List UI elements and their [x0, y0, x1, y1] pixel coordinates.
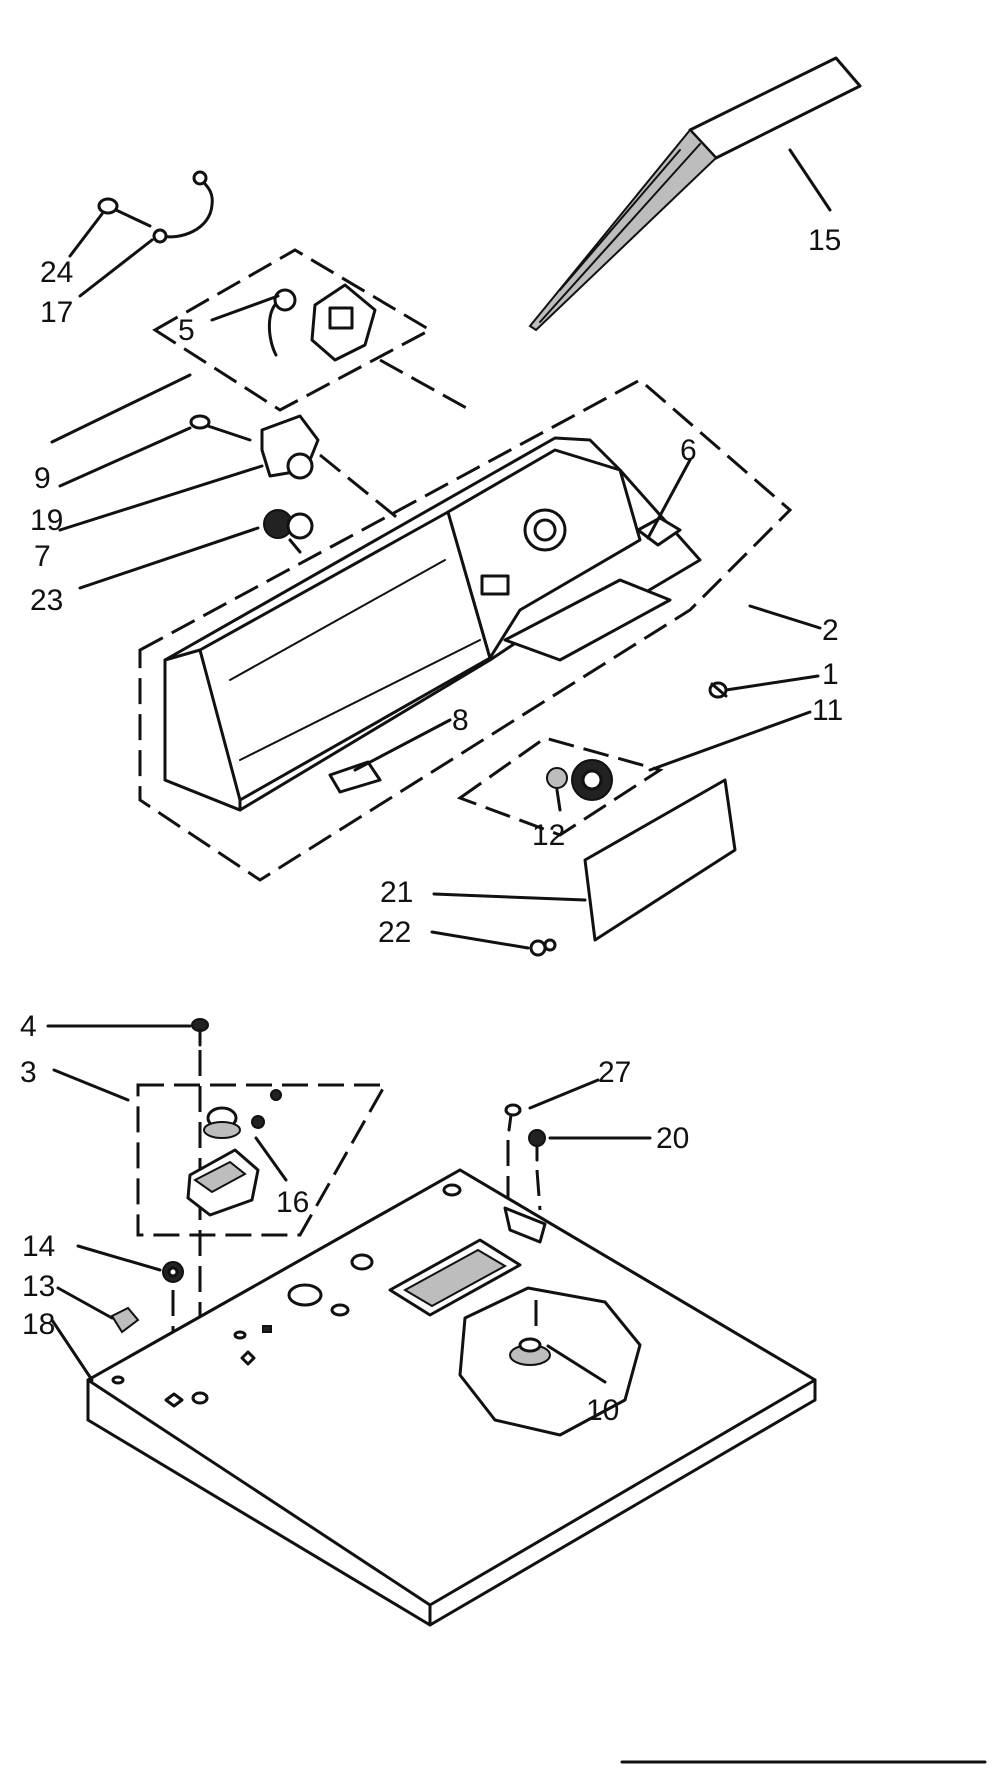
part-15-lint-screen	[528, 56, 862, 332]
callout-5: 5	[178, 314, 195, 347]
callout-2: 2	[822, 614, 839, 647]
callout-17: 17	[40, 296, 73, 329]
callout-21: 21	[380, 876, 413, 909]
part-27-screw	[504, 1103, 522, 1200]
callout-22: 22	[378, 916, 411, 949]
part-5-group	[152, 248, 434, 412]
callout-27: 27	[598, 1056, 631, 1089]
callout-4: 4	[20, 1010, 37, 1043]
callout-3: 3	[20, 1056, 37, 1089]
callout-13: 13	[22, 1270, 55, 1303]
part-3-group	[136, 1083, 388, 1237]
part-1-screw	[708, 681, 728, 699]
part-23-knob	[263, 509, 314, 554]
callout-11: 11	[812, 694, 843, 727]
callout-labels: 24 17 5 9 19 7 23 15 6 2 1 11 8 12 21 22…	[20, 224, 843, 1427]
callout-24: 24	[40, 256, 73, 289]
callout-20: 20	[656, 1122, 689, 1155]
part-7-switch	[260, 414, 320, 480]
part-22-clip	[529, 938, 557, 957]
part-24-screw	[97, 197, 152, 228]
part-13-clip	[110, 1306, 140, 1334]
part-20-screw	[528, 1129, 546, 1211]
part-21-panel	[583, 778, 737, 942]
callout-16: 16	[276, 1186, 309, 1219]
leader-lines	[46, 148, 832, 1384]
part-18-top-plate	[86, 1168, 817, 1627]
part-6-plate	[636, 516, 682, 547]
callout-10: 10	[586, 1394, 619, 1427]
callout-19: 19	[30, 504, 63, 537]
callout-9: 9	[34, 462, 51, 495]
callout-23: 23	[30, 584, 63, 617]
part-2-outline	[138, 378, 793, 882]
callout-14: 14	[22, 1230, 55, 1263]
part-8-badge	[328, 760, 382, 794]
callout-12: 12	[532, 819, 565, 852]
callout-18: 18	[22, 1308, 55, 1341]
callout-15: 15	[808, 224, 841, 257]
console-panel	[163, 436, 702, 812]
callout-6: 6	[680, 434, 697, 467]
callout-8: 8	[452, 704, 469, 737]
part-11-group	[456, 736, 664, 837]
callout-1: 1	[822, 658, 839, 691]
part-17-wire-clip	[152, 170, 214, 244]
callout-7: 7	[34, 540, 51, 573]
part-19-screw	[189, 414, 252, 442]
